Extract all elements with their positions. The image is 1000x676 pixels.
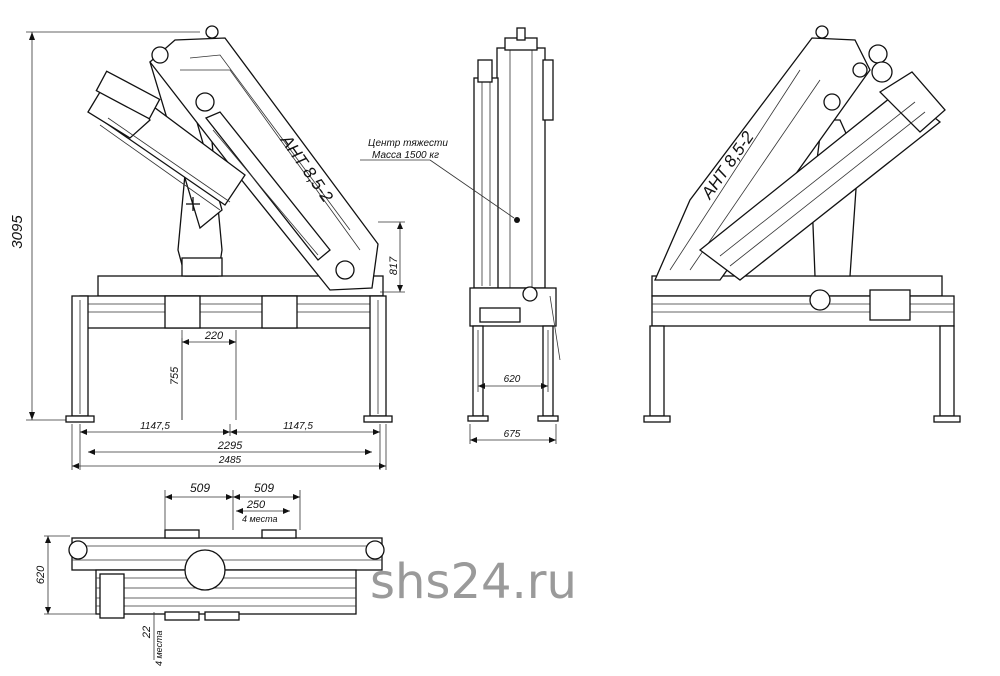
plan-width-label: 620: [35, 565, 47, 584]
outrigger-height-label: 755: [169, 366, 181, 385]
plan-view-dimensions: 509 509 250 4 места 620 22 4 места: [35, 481, 301, 666]
rear-view: АНТ 8,5-2: [643, 25, 961, 423]
pad-spacing-right-label: 509: [254, 481, 274, 495]
total-height-label: 3095: [9, 215, 26, 249]
pad-size-note: 4 места: [242, 514, 277, 524]
side-track-label: 620: [504, 374, 521, 385]
watermark: shs24.ru: [370, 554, 577, 610]
plan-small-note: 4 места: [154, 631, 164, 666]
front-view-dimensions: 817 220 755 1147,5 1147,5 2295 2485: [71, 221, 405, 470]
side-width-label: 675: [504, 429, 521, 440]
half-span-right-label: 1147,5: [283, 421, 313, 432]
cog-line1: Центр тяжести: [368, 138, 448, 149]
dimension-total-height: 3095: [9, 31, 200, 421]
cog-line2: Масса 1500 кг: [372, 150, 439, 161]
front-view: АНТ 8,5-2: [65, 25, 393, 423]
span-total-label: 2295: [217, 440, 243, 452]
center-of-gravity-annotation: Центр тяжести Масса 1500 кг: [360, 138, 515, 219]
half-span-left-label: 1147,5: [140, 421, 170, 432]
pad-spacing-left-label: 509: [190, 481, 210, 495]
side-view-dimensions: 620 675: [469, 330, 557, 444]
overall-width-label: 2485: [218, 455, 242, 466]
column-offset-label: 220: [204, 330, 224, 342]
plan-small-label: 22: [141, 626, 153, 639]
column-height-label: 817: [388, 256, 400, 275]
pad-size-label: 250: [246, 499, 266, 511]
plan-view: [68, 529, 385, 621]
side-view: [467, 27, 561, 422]
